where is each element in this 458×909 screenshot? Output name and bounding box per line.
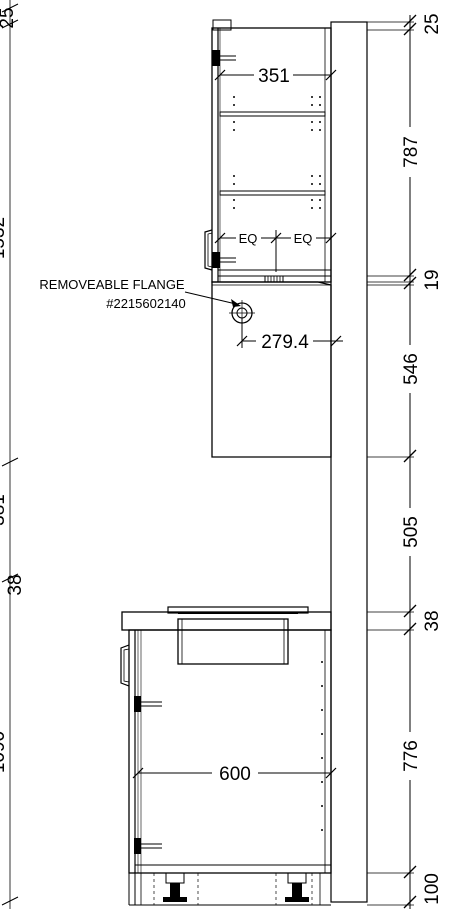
tall-side-panel <box>330 21 368 903</box>
upper-handle-icon <box>204 229 213 271</box>
upper-bottom-panel <box>217 269 332 277</box>
right-dim-hood: 546 <box>401 353 422 385</box>
left-tick <box>1 457 19 467</box>
base-handle-icon <box>120 644 130 687</box>
left-dim-top: 25 <box>0 7 18 28</box>
hood-body <box>211 281 332 458</box>
left-tick <box>1 573 19 583</box>
right-dim-base-cabinet: 776 <box>401 740 422 772</box>
callout-line-2: #2215602140 <box>106 296 186 311</box>
dim-tick <box>214 232 226 244</box>
right-dim-top-gap: 25 <box>422 13 443 34</box>
leveling-leg-right-icon <box>285 872 309 902</box>
dim-base-width-label: 600 <box>219 764 251 785</box>
base-hinge-bottom-icon <box>134 838 141 854</box>
chain-tick <box>403 865 417 879</box>
upper-shelf-1 <box>219 111 326 117</box>
dim-eq-right-label: EQ <box>294 231 313 246</box>
dim-tick <box>330 335 342 347</box>
left-dim-upper-height: 1532 <box>0 217 9 259</box>
base-bottom-panel <box>134 864 332 874</box>
dim-tick <box>236 335 248 347</box>
right-dim-toe-kick: 100 <box>422 873 443 905</box>
chain-tick <box>403 622 417 636</box>
callout-line-1: REMOVEABLE FLANGE <box>39 277 185 292</box>
right-dim-countertop: 38 <box>422 610 443 631</box>
right-dim-upper-cabinet: 787 <box>401 136 422 168</box>
dim-flange-offset-label: 279.4 <box>261 332 309 353</box>
flange-callout: REMOVEABLE FLANGE #2215602140 <box>39 277 255 326</box>
leader-arrow-icon <box>231 299 241 307</box>
left-tick <box>1 19 19 29</box>
base-shelf-pins <box>321 661 323 831</box>
base-cabinet-body <box>128 629 332 874</box>
dim-tick <box>132 767 144 779</box>
chain-tick <box>403 604 417 618</box>
upper-hinge-top-icon <box>212 50 220 66</box>
chain-tick <box>403 268 417 282</box>
dim-tick <box>214 69 226 81</box>
dim-upper-width: 351 <box>214 66 337 87</box>
right-dim-bottom-panel: 19 <box>422 269 443 290</box>
dim-tick <box>325 69 337 81</box>
left-tick <box>1 3 19 13</box>
left-dim-counter: 38 <box>5 574 26 595</box>
dim-tick <box>325 232 337 244</box>
chain-tick <box>403 276 417 290</box>
left-dim-gap: 381 <box>0 494 9 526</box>
chain-tick <box>403 449 417 463</box>
countertop-assembly <box>121 606 332 665</box>
leader-line <box>184 291 237 305</box>
dim-upper-width-label: 351 <box>258 66 290 87</box>
right-dim-clearance: 505 <box>401 516 422 548</box>
cooktop-body <box>177 618 289 665</box>
upper-handle-inner <box>207 232 213 268</box>
shelf-pin-holes <box>233 96 321 209</box>
dim-eq-spacing: EQ EQ <box>214 230 337 272</box>
dim-flange-offset: 279.4 <box>236 318 343 353</box>
countertop <box>121 611 332 631</box>
chain-tick <box>403 14 417 28</box>
dim-base-width: 600 <box>132 764 337 785</box>
dim-eq-left-label: EQ <box>239 231 258 246</box>
range-hood <box>211 281 332 458</box>
chain-tick <box>403 22 417 36</box>
upper-hinge-bottom-icon <box>212 252 220 268</box>
right-dimension-chain: 25 787 19 546 505 38 776 100 <box>367 13 443 909</box>
upper-top-trim <box>212 19 232 31</box>
left-dim-base-height: 1090 <box>0 731 9 773</box>
left-tick <box>1 896 19 906</box>
leveling-leg-left-icon <box>163 872 187 902</box>
dim-tick <box>325 767 337 779</box>
base-hinge-top-icon <box>134 696 141 712</box>
upper-shelf-2 <box>219 190 326 196</box>
chain-tick <box>403 895 417 909</box>
base-cabinet <box>120 629 332 906</box>
left-edge-dimensions: 25 1532 381 38 1090 <box>0 0 26 909</box>
